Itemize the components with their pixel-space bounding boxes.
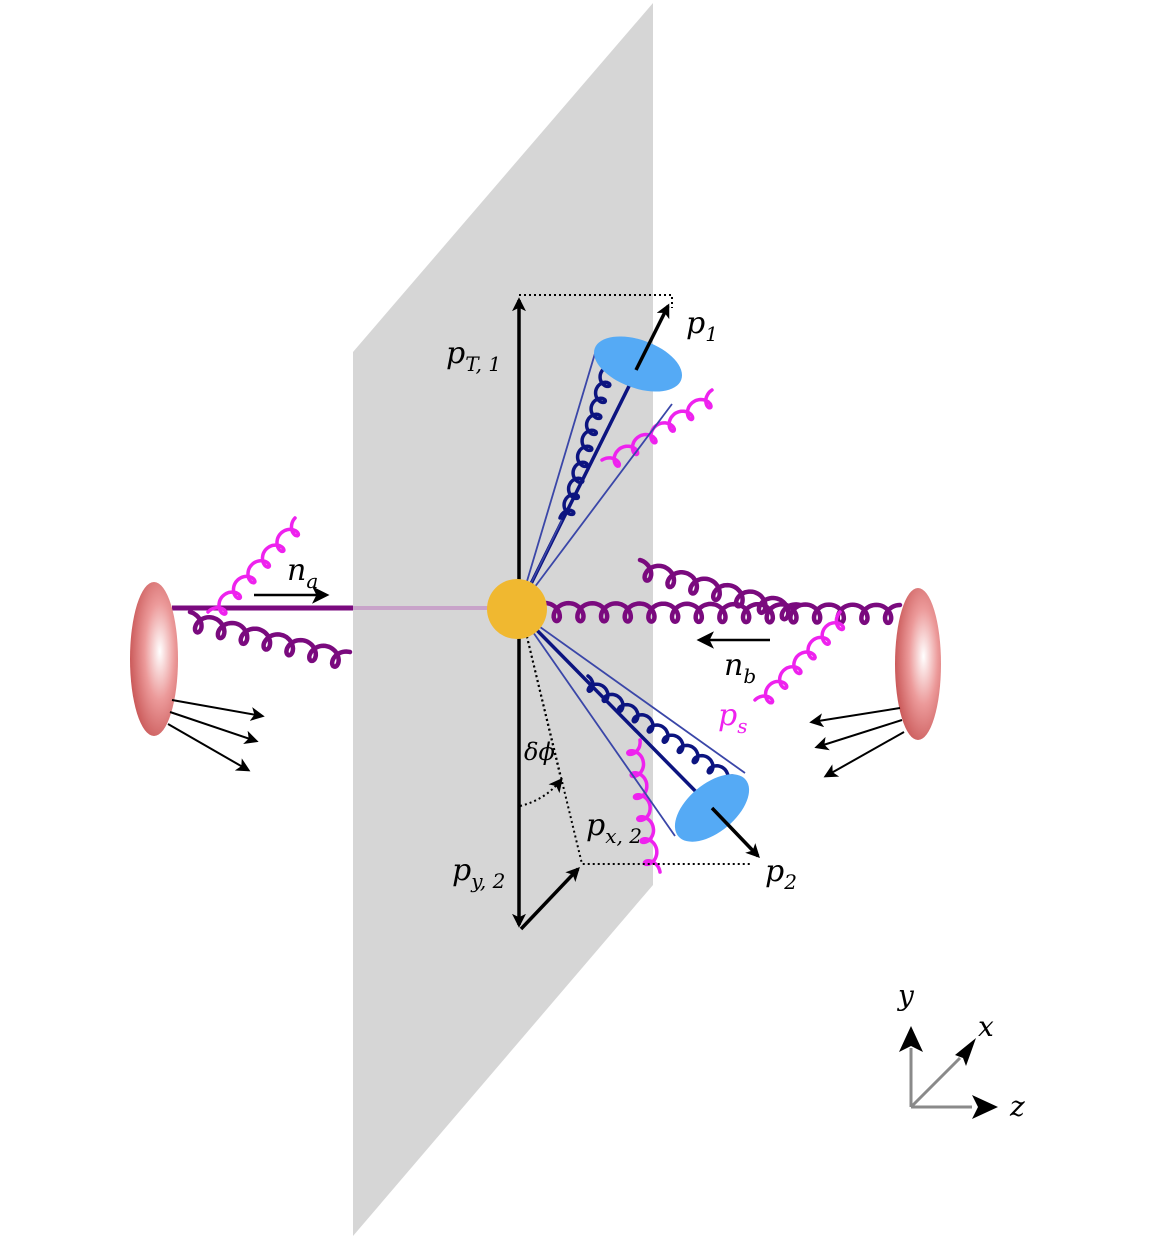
- jet2-cone-axis: [517, 610, 714, 810]
- label-p1: p1: [686, 306, 718, 346]
- remnant-arrows-left: [167, 699, 265, 772]
- label-dphi: δϕ: [524, 738, 555, 766]
- label-px2: px, 2: [586, 808, 642, 848]
- label-pT1: pT, 1: [446, 336, 501, 376]
- axis-label-y: y: [896, 979, 915, 1012]
- p1-arrow: [634, 303, 670, 371]
- remnant-arrows-right: [809, 707, 905, 778]
- axis-x-arrowhead: [955, 1038, 976, 1066]
- jet1-cone-edge-left: [518, 349, 597, 609]
- axis-label-z: z: [1009, 1090, 1025, 1123]
- label-na: na: [287, 553, 318, 593]
- jet2-cone-edge-upper: [518, 611, 746, 774]
- label-p2: p2: [765, 854, 797, 894]
- px2-arrow: [519, 866, 580, 931]
- hard-vertex: [487, 579, 547, 639]
- jet2-cone-edge-lower: [518, 611, 676, 837]
- label-py2: py, 2: [452, 853, 505, 893]
- coordinate-axes: [909, 1048, 972, 1109]
- dphi-arc-arrow: [519, 777, 563, 807]
- gluon-beam-a-pink: [206, 516, 301, 616]
- proton-right: [895, 588, 941, 740]
- label-nb: nb: [724, 648, 756, 688]
- gluon-beam-a-purple: [187, 609, 353, 669]
- pT1-dotted-guide: [519, 294, 673, 308]
- label-ps: ps: [718, 698, 747, 738]
- axis-label-x: x: [978, 1010, 994, 1043]
- gluon-beam-b-pink: [753, 610, 846, 705]
- axis-z-arrowhead: [972, 1095, 998, 1119]
- p2-arrow: [710, 806, 760, 859]
- jet1-cone-edge-right: [518, 403, 673, 609]
- proton-left: [130, 582, 178, 736]
- gluon-jet2-soft: [626, 738, 662, 874]
- axis-y-arrowhead: [899, 1026, 923, 1052]
- gluon-beam-b-upper: [637, 557, 803, 622]
